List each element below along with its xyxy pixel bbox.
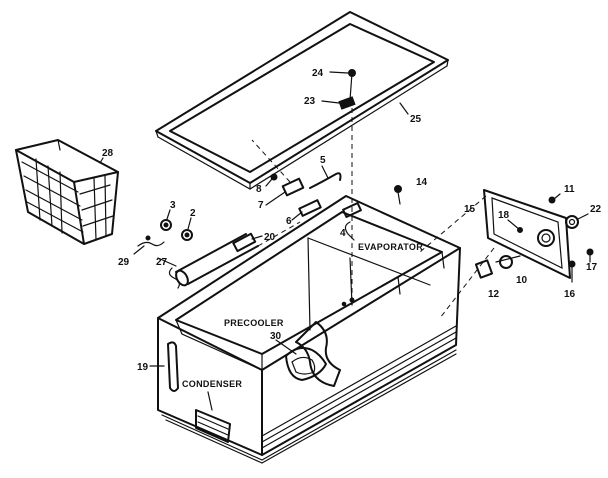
control-panel <box>394 185 594 319</box>
callout-28: 28 <box>102 148 114 159</box>
callout-6: 6 <box>286 216 292 227</box>
callout-30: 30 <box>270 331 282 342</box>
condenser-coil <box>149 341 231 443</box>
loose-parts <box>133 209 193 255</box>
label-precooler: PRECOOLER <box>224 318 284 328</box>
callout-23: 23 <box>304 96 316 107</box>
label-evaporator: EVAPORATOR <box>358 242 423 252</box>
lid-leader-lines <box>321 71 409 115</box>
part-labels: EVAPORATOR PRECOOLER CONDENSER <box>182 242 423 389</box>
callout-25: 25 <box>410 114 422 125</box>
callout-18: 18 <box>498 210 510 221</box>
callout-5: 5 <box>320 155 326 166</box>
callout-22: 22 <box>590 204 602 215</box>
callout-16: 16 <box>564 289 576 300</box>
callout-17: 17 <box>586 262 598 273</box>
callout-7: 7 <box>258 200 264 211</box>
callout-15: 15 <box>464 204 476 215</box>
lid-latch <box>338 69 356 110</box>
callout-10: 10 <box>516 275 528 286</box>
callout-2: 2 <box>190 208 196 219</box>
cabinet-body <box>157 108 461 464</box>
callout-24: 24 <box>312 68 324 79</box>
callout-12: 12 <box>488 289 500 300</box>
callout-11: 11 <box>564 184 575 195</box>
callout-3: 3 <box>170 200 176 211</box>
wire-basket <box>15 139 119 245</box>
callout-19: 19 <box>137 362 149 373</box>
drain-tube <box>157 221 301 289</box>
callout-8a: 8 <box>256 184 262 195</box>
callout-14: 14 <box>416 177 428 188</box>
callout-29: 29 <box>118 257 130 268</box>
callout-4: 4 <box>340 228 346 239</box>
callout-27: 27 <box>156 257 168 268</box>
label-condenser: CONDENSER <box>182 379 242 389</box>
lid-frame <box>155 11 449 190</box>
precooler-coil <box>275 321 341 387</box>
callout-numbers: 24 23 25 28 5 14 11 8 3 2 7 15 22 18 6 4… <box>102 68 602 373</box>
hinge-parts <box>251 139 342 221</box>
callout-20: 20 <box>264 232 276 243</box>
